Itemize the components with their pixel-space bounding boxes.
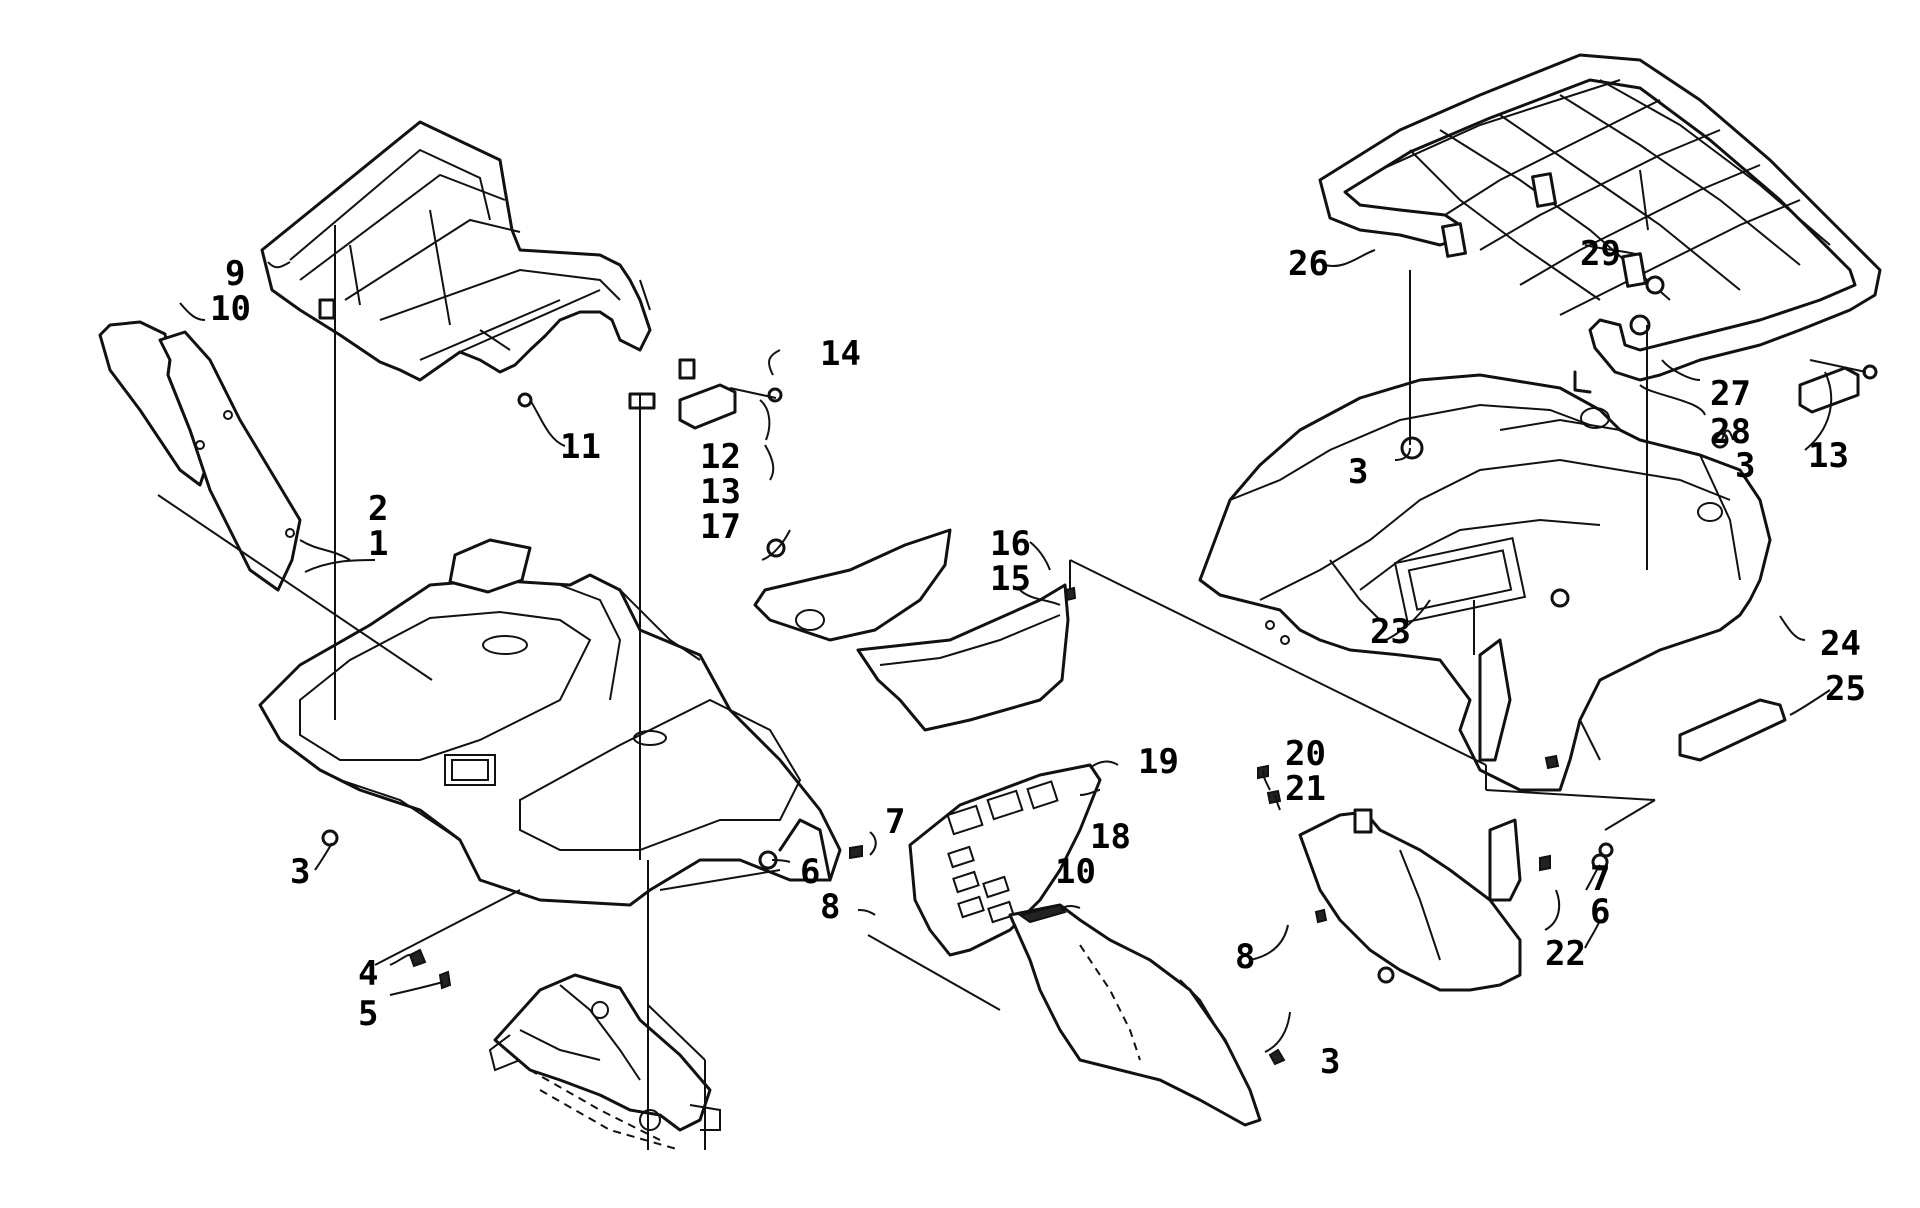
callout-19: 19 — [1138, 742, 1179, 782]
callout-13: 13 — [700, 472, 741, 512]
callout-3: 3 — [1735, 446, 1755, 486]
callout-21: 21 — [1285, 769, 1326, 809]
footwell-18 — [908, 763, 1102, 957]
callout-26: 26 — [1288, 244, 1329, 284]
callout-7: 7 — [1590, 859, 1610, 899]
callout-9: 9 — [225, 254, 245, 294]
callout-15: 15 — [990, 559, 1031, 599]
callout-20: 20 — [1285, 734, 1326, 774]
callout-14: 14 — [820, 334, 861, 374]
callout-16: 16 — [990, 524, 1031, 564]
hardware — [321, 275, 1878, 1066]
callout-3: 3 — [1348, 452, 1368, 492]
callout-23: 23 — [1370, 612, 1411, 652]
callout-24: 24 — [1820, 624, 1861, 664]
callout-10: 10 — [1055, 852, 1096, 892]
side-panel-15 — [753, 528, 1070, 732]
callout-5: 5 — [358, 994, 378, 1034]
callout-8: 8 — [820, 887, 840, 927]
callout-25: 25 — [1825, 669, 1866, 709]
callout-17: 17 — [700, 507, 741, 547]
callout-6: 6 — [1590, 892, 1610, 932]
callout-27: 27 — [1710, 374, 1751, 414]
callout-2: 2 — [368, 489, 388, 529]
front-fender — [258, 573, 842, 907]
callout-22: 22 — [1545, 934, 1586, 974]
callout-29: 29 — [1580, 234, 1621, 274]
callout-3: 3 — [1320, 1042, 1340, 1082]
reflector-28 — [1798, 366, 1860, 414]
callout-13: 13 — [1808, 436, 1849, 476]
callout-labels: 1 2 3 3 3 3 4 5 6 6 7 7 8 8 9 10 10 11 1… — [210, 234, 1866, 1082]
right-side-panel-22 — [1298, 808, 1522, 992]
callout-leaders — [179, 244, 1833, 1053]
callout-18: 18 — [1090, 817, 1131, 857]
callout-4: 4 — [358, 954, 378, 994]
rear-rack — [1318, 53, 1882, 394]
frame-bracket — [488, 973, 721, 1151]
callout-3: 3 — [290, 852, 310, 892]
left-mud-flap — [98, 320, 302, 592]
front-rack — [260, 120, 696, 410]
callout-12: 12 — [700, 437, 741, 477]
callout-6: 6 — [800, 852, 820, 892]
callout-1: 1 — [368, 524, 388, 564]
rear-fender — [1198, 373, 1772, 792]
callout-11: 11 — [560, 427, 601, 467]
callout-28: 28 — [1710, 412, 1751, 452]
assembly-lines — [157, 169, 1867, 1150]
reflector-12 — [678, 383, 737, 430]
front-fender-decal — [448, 538, 532, 594]
callout-10: 10 — [210, 289, 251, 329]
callout-7: 7 — [885, 802, 905, 842]
callout-8: 8 — [1235, 937, 1255, 977]
inner-splash-panel — [1008, 903, 1262, 1127]
rear-fender-decal — [1678, 698, 1787, 762]
